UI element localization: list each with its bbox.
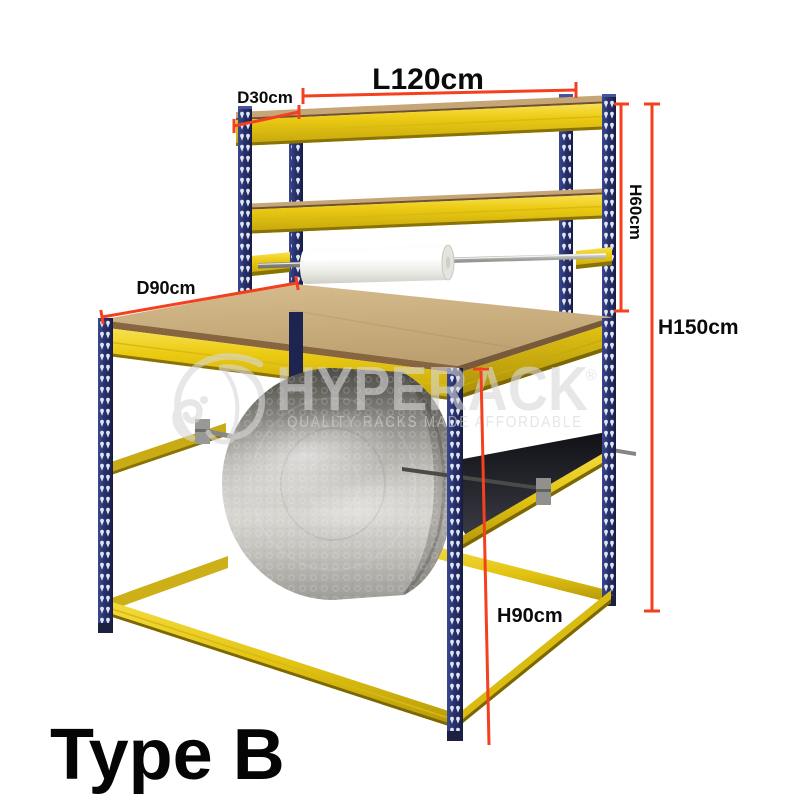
elephant-logo <box>172 353 266 445</box>
dimension-bench-depth <box>99 275 300 325</box>
watermark-registered: ® <box>585 367 596 384</box>
front-bottom-post <box>447 368 463 741</box>
dimension-bench-height <box>473 367 491 746</box>
base-beam-back-left <box>106 556 228 612</box>
under-table-front <box>98 318 636 741</box>
label-bench-height: H90cm <box>497 605 563 627</box>
label-bench-depth: D90cm <box>136 278 195 298</box>
label-shelf-depth: D30cm <box>237 88 293 107</box>
dimension-lines <box>99 82 660 746</box>
base-beam-back-right <box>430 545 611 603</box>
axle-stub <box>612 448 636 456</box>
dimension-length <box>301 82 578 104</box>
watermark: HYPERACK ® QUALITY RACKS MADE AFFORDABLE <box>172 353 597 445</box>
hutch-back-right-post <box>602 94 616 318</box>
label-riser-height: H60cm <box>626 184 645 240</box>
watermark-tagline: QUALITY RACKS MADE AFFORDABLE <box>287 414 583 431</box>
bubble-wrap-roll <box>211 368 455 600</box>
label-overall-height: H150cm <box>658 316 739 339</box>
hutch-middle-shelf <box>237 188 615 234</box>
table-right-beam <box>458 323 612 399</box>
type-caption: Type B <box>50 715 285 795</box>
dimension-riser-height <box>614 102 629 313</box>
front-left-post <box>98 318 113 633</box>
front-axle-rod <box>402 467 546 491</box>
label-length: L120cm <box>372 63 484 96</box>
hutch-top-shelf <box>235 95 615 146</box>
table-front-board-edge <box>100 320 458 373</box>
watermark-brand: HYPERACK <box>276 355 588 424</box>
film-bar-assembly <box>252 244 612 284</box>
dimension-labels: D30cm L120cm H60cm H150cm D90cm H90cm <box>136 63 738 627</box>
back-right-lower-post <box>602 318 616 606</box>
stretch-film-roll <box>300 244 455 284</box>
dimension-shelf-depth <box>232 105 301 133</box>
dimension-overall-height <box>644 102 660 613</box>
hutch-front-left-post <box>238 106 252 293</box>
table-right-board-edge <box>458 317 612 373</box>
